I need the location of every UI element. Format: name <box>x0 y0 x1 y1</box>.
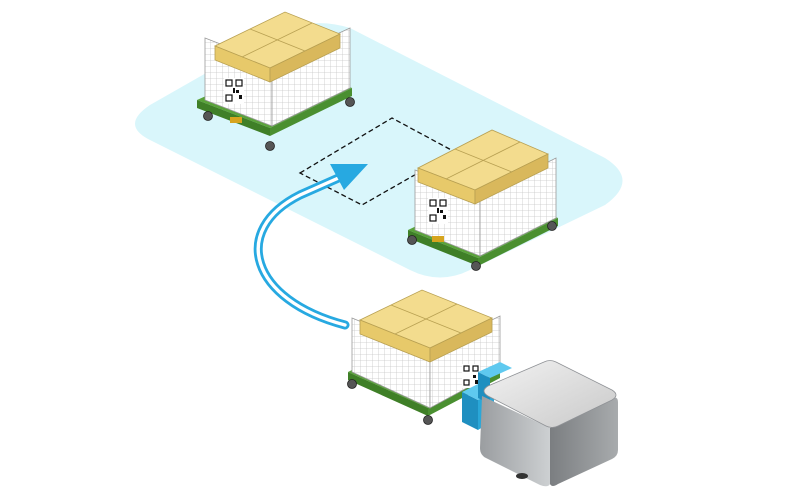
cart-label-plate <box>432 236 444 242</box>
arrowhead-icon <box>330 164 368 190</box>
qr-code-icon <box>224 78 244 104</box>
path-arrow <box>253 164 368 330</box>
robot-coupler <box>462 392 478 430</box>
cart-parked-back <box>197 11 355 151</box>
cart-label-plate <box>230 117 242 123</box>
robot-body-top <box>483 360 617 428</box>
robot-body-side <box>550 397 618 486</box>
qr-code-icon <box>428 198 448 224</box>
wheel-icon <box>407 221 557 271</box>
wheel-icon <box>203 97 355 151</box>
amr-robot <box>462 360 618 487</box>
robot-body-front <box>480 396 550 487</box>
wheel-icon <box>347 379 433 425</box>
robot-wheel-icon <box>516 473 528 479</box>
qr-code-icon <box>462 364 480 388</box>
cart-parked-right <box>407 129 558 271</box>
